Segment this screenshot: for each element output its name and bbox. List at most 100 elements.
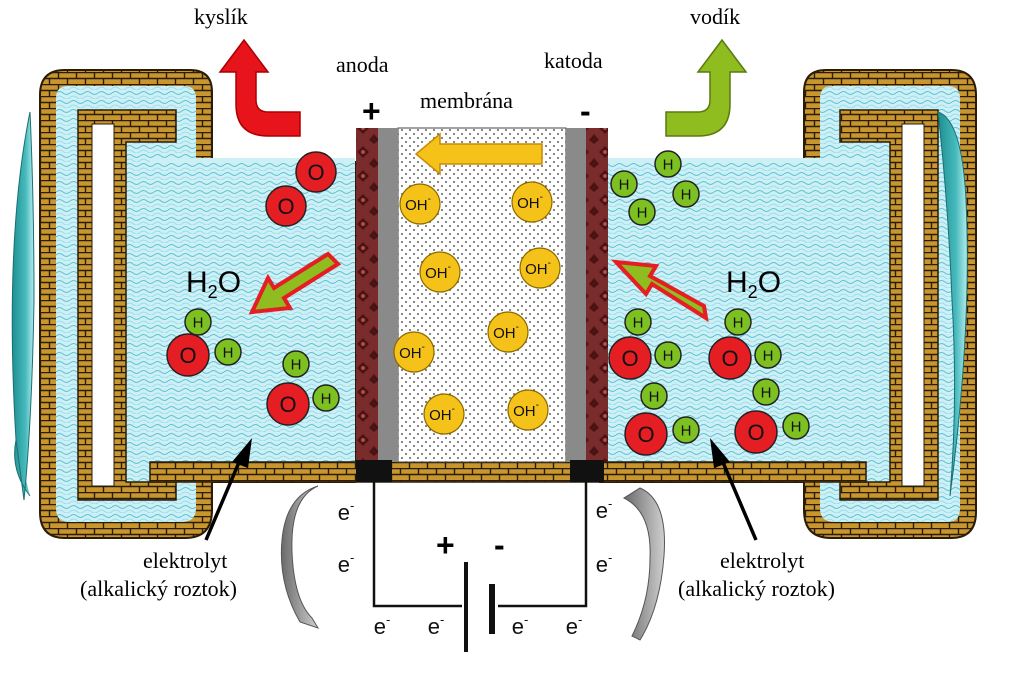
electrolyte-right-line1: elektrolyt (720, 548, 804, 573)
right-circulation-arrow (937, 111, 968, 497)
hydrogen-atom: H (672, 180, 700, 208)
electron-label: e- (338, 550, 355, 577)
anode-electrode (356, 128, 398, 482)
svg-text:O: O (747, 420, 764, 445)
right-reaction-arrow (610, 259, 709, 323)
electrolyte-left-line2: (alkalický roztok) (80, 576, 237, 601)
svg-text:H: H (663, 156, 674, 173)
svg-text:H: H (649, 388, 660, 405)
svg-text:OH-: OH- (405, 194, 431, 214)
external-circuit (372, 482, 588, 652)
left-electron-flow-arrow (280, 485, 320, 629)
svg-text:H: H (291, 356, 302, 373)
svg-text:O: O (179, 343, 196, 368)
electron-label: e- (596, 496, 613, 523)
cathode-label: katoda (544, 48, 603, 73)
electrons: e-e-e-e-e-e-e-e- (338, 496, 613, 639)
bottom-wall (149, 461, 867, 483)
svg-text:H: H (663, 347, 674, 364)
hydrogen-atom: H (624, 308, 652, 336)
left-reaction-arrow (248, 251, 342, 315)
hydrogen-atom: H (724, 308, 752, 336)
svg-text:H: H (681, 186, 692, 203)
svg-text:O: O (279, 392, 296, 417)
oxygen-atom: O (608, 336, 652, 380)
hydrogen-label: vodík (690, 4, 740, 29)
electron-label: e- (596, 550, 613, 577)
water-surface-right (600, 158, 866, 162)
hydroxide-ions: OH- OH- OH- OH- OH- OH- OH- OH- (393, 181, 561, 435)
svg-text:H: H (761, 384, 772, 401)
hydrogen-atom: H (184, 308, 212, 336)
hydroxide-ion: OH- (423, 393, 465, 435)
electron-label: e- (338, 498, 355, 525)
membrane-flow-arrow (414, 132, 543, 176)
svg-text:OH-: OH- (429, 404, 455, 424)
svg-text:H: H (681, 422, 692, 439)
svg-text:H: H (633, 314, 644, 331)
oxygen-atom: O (624, 412, 668, 456)
oxygen-atom: O (708, 336, 752, 380)
hydrogen-atom: H (654, 150, 682, 178)
hydrogen-atom: H (640, 382, 668, 410)
oxygen-atom: O (166, 333, 210, 377)
svg-text:OH-: OH- (525, 258, 551, 278)
svg-text:O: O (307, 160, 324, 185)
hydrogen-atom: H (754, 341, 782, 369)
hydrogen-atom: H (312, 384, 340, 412)
left-circulation-arrow (11, 111, 35, 501)
hydroxide-ion: OH- (487, 311, 529, 353)
cathode-sign: - (580, 93, 591, 129)
svg-text:O: O (721, 346, 738, 371)
hydrogen-atom: H (752, 378, 780, 406)
svg-text:H: H (321, 390, 332, 407)
hydrogen-atom: H (282, 350, 310, 378)
membrane-label: membrána (420, 88, 513, 113)
svg-text:OH-: OH- (399, 342, 425, 362)
oxygen-out-arrow (218, 38, 301, 137)
hydrogen-atom: H (610, 170, 638, 198)
svg-text:H: H (637, 204, 648, 221)
svg-text:O: O (621, 346, 638, 371)
electron-label: e- (374, 612, 391, 639)
svg-text:H: H (791, 418, 802, 435)
anode-label: anoda (336, 52, 389, 77)
hydroxide-ion: OH- (519, 247, 561, 289)
hydroxide-ion: OH- (511, 181, 553, 223)
electrolyte-pointer-right (710, 438, 758, 541)
svg-text:H: H (763, 347, 774, 364)
oxygen-atom: O (266, 382, 310, 426)
svg-text:H: H (733, 314, 744, 331)
anode-sign: + (362, 93, 381, 129)
hydrogen-atom: H (654, 341, 682, 369)
battery-plus: + (436, 527, 455, 563)
right-electron-flow-arrow (622, 487, 665, 641)
svg-text:H: H (193, 314, 204, 331)
svg-text:O: O (637, 422, 654, 447)
oxygen-label: kyslík (194, 4, 248, 29)
svg-text:OH-: OH- (517, 192, 543, 212)
electron-label: e- (428, 612, 445, 639)
electrolyte-pointer-left (204, 438, 252, 541)
hydrogen-atom: H (782, 412, 810, 440)
water-surface-left (150, 158, 355, 162)
svg-text:OH-: OH- (493, 322, 519, 342)
electron-label: e- (566, 612, 583, 639)
svg-text:OH-: OH- (513, 400, 539, 420)
electrolyte-right-line2: (alkalický roztok) (678, 576, 835, 601)
hydroxide-ion: OH- (419, 251, 461, 293)
electron-label: e- (512, 612, 529, 639)
battery-minus: - (494, 527, 505, 563)
svg-text:O: O (277, 194, 294, 219)
hydrogen-atom: H (672, 416, 700, 444)
hydroxide-ion: OH- (399, 183, 441, 225)
oxygen-atom: O (734, 410, 778, 454)
hydroxide-ion: OH- (393, 331, 435, 373)
oxygen-atom: O (265, 185, 307, 227)
svg-text:OH-: OH- (425, 262, 451, 282)
hydrogen-atom: H (214, 338, 242, 366)
oxygen-atom: O (295, 151, 337, 193)
cathode-electrode (566, 128, 608, 482)
